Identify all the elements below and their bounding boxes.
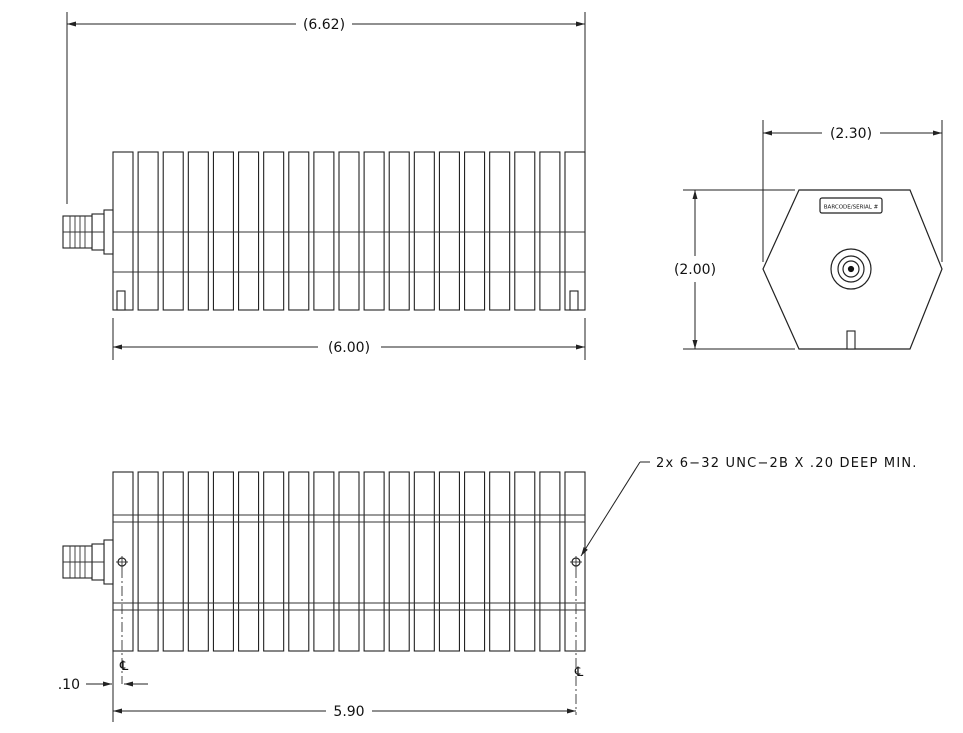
top-view-fin	[514, 151, 536, 311]
overall-length-dimension: (6.62)	[66, 12, 586, 204]
side-view-fin	[162, 471, 184, 652]
side-view-fin	[413, 471, 435, 652]
side-view-fin	[212, 471, 234, 652]
top-view-fin	[112, 151, 134, 311]
top-view-fin	[338, 151, 360, 311]
end-connector	[830, 248, 872, 290]
side-view-fin	[564, 471, 586, 652]
hex-body-outline	[762, 189, 943, 350]
top-mounting-post-left	[116, 290, 126, 311]
side-view-fin	[388, 471, 410, 652]
height-dimension: (2.00)	[674, 189, 795, 350]
tapped-hole-left	[116, 556, 128, 568]
top-view-fin	[313, 151, 335, 311]
side-view-fin	[313, 471, 335, 652]
side-view-fin	[238, 471, 260, 652]
top-view-fin	[363, 151, 385, 311]
hole-offset-dimension: .10	[58, 612, 148, 722]
centerline-symbol-left: ℄	[119, 659, 129, 674]
end-view: BARCODE/SERIAL # (2.30) (2.00)	[674, 120, 943, 350]
hole-callout: 2x 6−32 UNC−2B X .20 DEEP MIN.	[580, 456, 918, 557]
top-mounting-post-right	[569, 290, 579, 311]
side-view-fin	[464, 471, 486, 652]
top-view-fin	[388, 151, 410, 311]
top-view-fin	[187, 151, 209, 311]
hole-offset-label: .10	[58, 677, 80, 693]
side-view-fin	[489, 471, 511, 652]
body-length-label: (6.00)	[328, 340, 370, 356]
side-view-fin	[539, 471, 561, 652]
barcode-label-box	[819, 197, 883, 214]
top-view-fin	[489, 151, 511, 311]
top-view-fin	[238, 151, 260, 311]
side-view-fin	[338, 471, 360, 652]
overall-length-label: (6.62)	[303, 17, 345, 33]
top-view-fin	[263, 151, 285, 311]
side-connector	[62, 539, 114, 585]
side-view-fin	[187, 471, 209, 652]
side-view-fin	[288, 471, 310, 652]
height-label: (2.00)	[674, 262, 716, 278]
side-view-fin	[263, 471, 285, 652]
top-view-fin	[137, 151, 159, 311]
tapped-hole-right	[570, 556, 582, 568]
side-view-fin	[137, 471, 159, 652]
top-view-fin	[162, 151, 184, 311]
side-view-fin	[514, 471, 536, 652]
end-mounting-post	[846, 330, 856, 350]
barcode-label-text: BARCODE/SERIAL #	[824, 205, 879, 211]
top-connector	[62, 209, 114, 255]
top-view-fin	[212, 151, 234, 311]
centerline-symbol-right: ℄	[574, 665, 584, 680]
top-view: (6.62) (6.00)	[62, 12, 586, 360]
side-view: ℄ ℄ .10 5.90 2x 6−32 UNC−2B X .20 DEEP M…	[58, 456, 918, 722]
top-view-fin	[288, 151, 310, 311]
hole-spacing-dimension: 5.90	[113, 704, 576, 720]
top-view-fin	[413, 151, 435, 311]
width-label: (2.30)	[830, 126, 872, 142]
top-view-fin	[438, 151, 460, 311]
top-fin-stack	[112, 151, 586, 311]
side-view-fin	[363, 471, 385, 652]
hole-callout-label: 2x 6−32 UNC−2B X .20 DEEP MIN.	[656, 456, 918, 471]
side-view-fin	[438, 471, 460, 652]
top-view-fin	[464, 151, 486, 311]
side-fin-stack	[112, 471, 586, 652]
side-view-fin	[112, 471, 134, 652]
body-length-dimension: (6.00)	[112, 318, 586, 360]
hole-spacing-label: 5.90	[333, 704, 364, 720]
width-dimension: (2.30)	[762, 120, 943, 262]
top-view-fin	[564, 151, 586, 311]
top-view-fin	[539, 151, 561, 311]
